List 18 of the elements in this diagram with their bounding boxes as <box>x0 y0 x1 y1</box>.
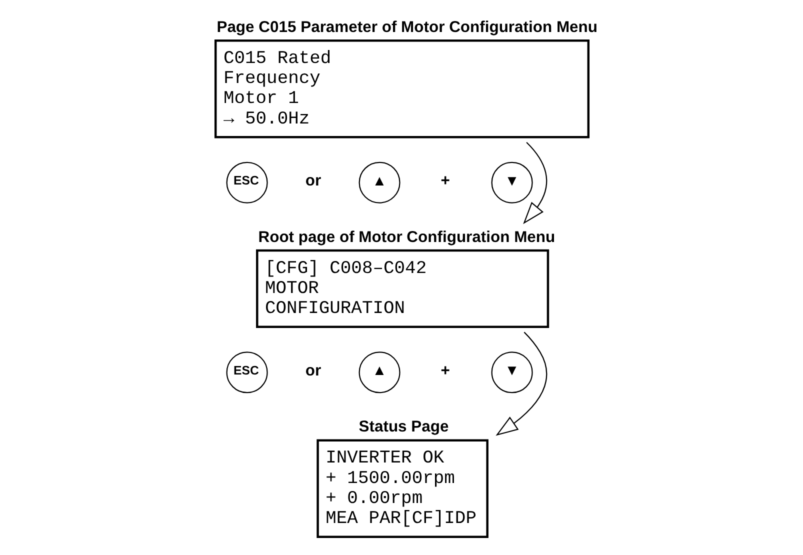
node-circle: ▼ <box>490 352 532 394</box>
label: or <box>304 362 321 380</box>
node-label: Root page of Motor Configuration Menu <box>258 228 555 246</box>
label: + <box>440 362 450 380</box>
arrow <box>495 332 547 436</box>
node-circle: ESC <box>226 162 268 204</box>
arrow <box>522 142 547 224</box>
node-label: Status Page <box>358 418 448 436</box>
node-circle: ▼ <box>490 162 532 204</box>
node-box: C015 Rated Frequency Motor 1 → 50.0Hz <box>214 39 590 138</box>
node-label: Page C015 Parameter of Motor Configuration Menu <box>216 18 598 36</box>
label: + <box>440 172 450 190</box>
node-circle: ▲ <box>358 352 400 394</box>
node-box: [CFG] C008–C042 MOTOR CONFIGURATION <box>256 249 549 328</box>
node-circle: ESC <box>226 352 268 394</box>
node-circle: ▲ <box>358 162 400 204</box>
label: or <box>304 172 321 190</box>
node-box: INVERTER OK + 1500.00rpm + 0.00rpm MEA PAR[CF]IDP <box>316 439 488 538</box>
